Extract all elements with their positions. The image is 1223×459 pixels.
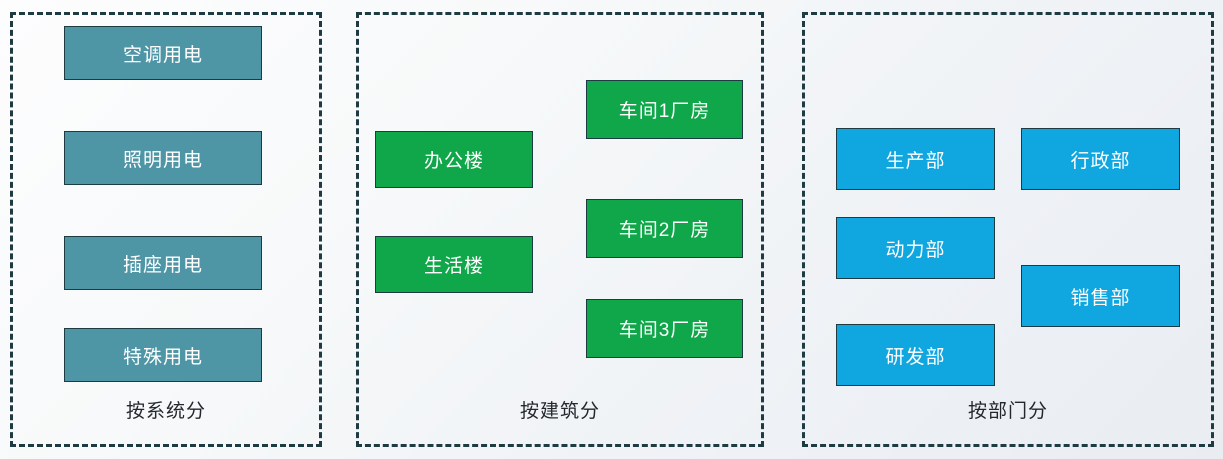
group-panel-dept (802, 12, 1214, 447)
node-dept-3[interactable]: 行政部 (1021, 128, 1180, 190)
node-building-3[interactable]: 车间2厂房 (586, 199, 743, 258)
node-building-4[interactable]: 车间3厂房 (586, 299, 743, 358)
node-dept-2[interactable]: 研发部 (836, 324, 995, 386)
node-building-2[interactable]: 车间1厂房 (586, 80, 743, 139)
node-dept-0[interactable]: 生产部 (836, 128, 995, 190)
group-panel-system (10, 12, 322, 447)
group-panel-building (356, 12, 764, 447)
node-system-2[interactable]: 插座用电 (64, 236, 262, 290)
node-system-0[interactable]: 空调用电 (64, 26, 262, 80)
node-system-1[interactable]: 照明用电 (64, 131, 262, 185)
group-caption-dept: 按部门分 (967, 401, 1048, 422)
group-caption-system: 按系统分 (125, 401, 206, 422)
node-dept-1[interactable]: 动力部 (836, 217, 995, 279)
group-caption-building: 按建筑分 (519, 401, 600, 422)
node-system-3[interactable]: 特殊用电 (64, 328, 262, 382)
node-dept-4[interactable]: 销售部 (1021, 265, 1180, 327)
node-building-0[interactable]: 办公楼 (375, 131, 533, 188)
node-building-1[interactable]: 生活楼 (375, 236, 533, 293)
